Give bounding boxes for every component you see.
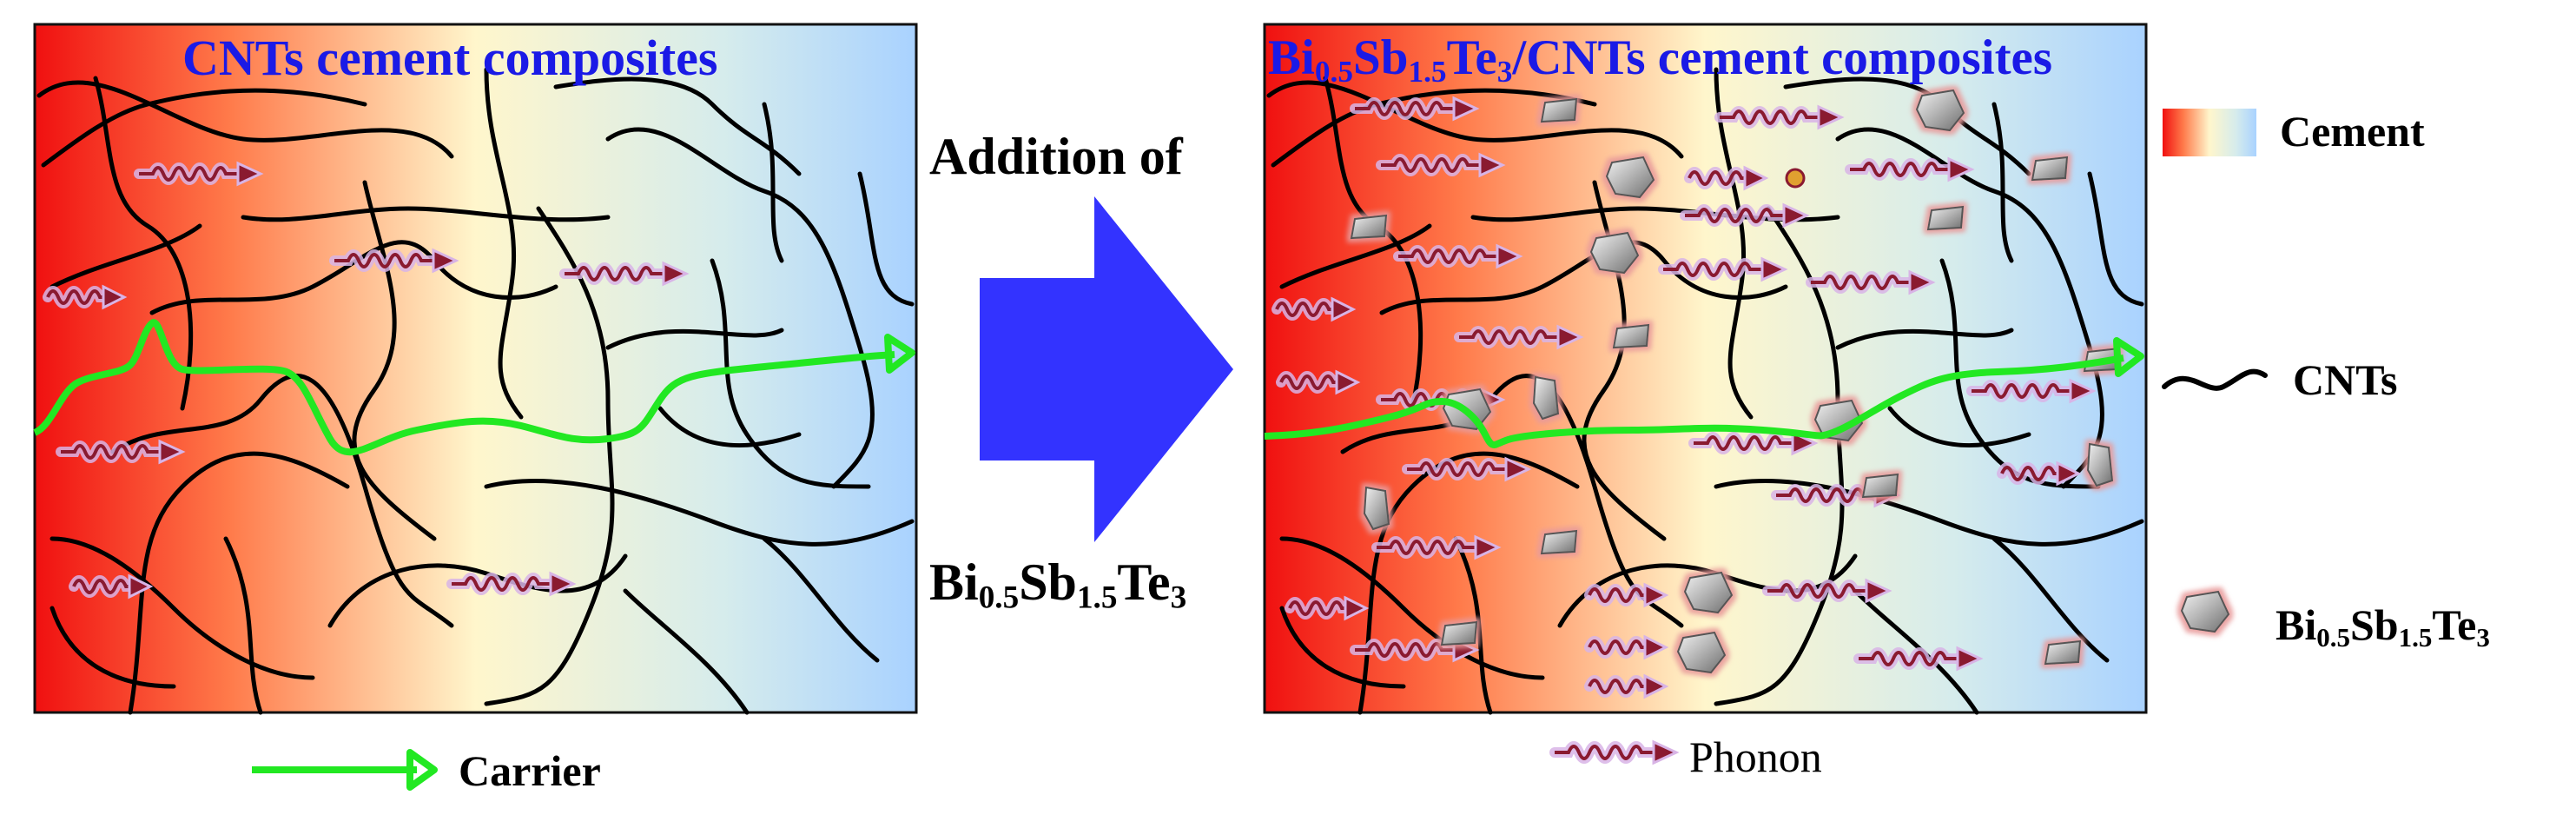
right-panel-title: Bi0.5Sb1.5Te3/CNTs cement composites [1268, 30, 2053, 89]
left-cnt-network [36, 67, 915, 715]
right-panel [1263, 23, 2148, 715]
right-carrier-path [1264, 354, 2124, 448]
legend-phonon-label: Phonon [1689, 732, 1822, 781]
cnt-tilde-icon [2162, 368, 2268, 391]
right-crystal-particles [1351, 90, 2119, 673]
crystal-particle-icon [1542, 531, 1576, 553]
right-carrier-arrowhead [2113, 337, 2144, 377]
cement-swatch-icon [2163, 109, 2256, 156]
legend-cement-label: Cement [2280, 107, 2425, 156]
crystal-particle-icon [1785, 168, 1806, 189]
crystal-particle-icon [1614, 325, 1648, 348]
crystal-particle-icon [1351, 215, 1386, 238]
legend-carrier-label: Carrier [459, 746, 601, 795]
crystal-particle-icon [2032, 157, 2067, 180]
legend-cnts-label: CNTs [2293, 355, 2398, 404]
left-panel [33, 23, 918, 715]
left-carrier-path [33, 319, 895, 456]
left-carrier-arrowhead [884, 334, 915, 374]
carrier-legend-icon [252, 749, 438, 791]
left-panel-background [33, 23, 918, 714]
legend-compound-label: Bi0.5Sb1.5Te3 [2275, 600, 2490, 653]
process-label-compound: Bi0.5Sb1.5Te3 [929, 553, 1187, 616]
crystal-particle-icon [1542, 99, 1576, 122]
process-label-top: Addition of [929, 128, 1183, 185]
phonon-legend-icon [1555, 742, 1676, 763]
crystal-particle-icon [1863, 474, 1898, 497]
compound-crystal-icon [2182, 592, 2229, 632]
crystal-particle-icon [1928, 207, 1963, 229]
crystal-particle-icon [1442, 622, 1476, 645]
crystal-particle-icon [2045, 641, 2080, 664]
left-panel-title: CNTs cement composites [182, 30, 718, 86]
process-arrow-icon [980, 196, 1233, 542]
